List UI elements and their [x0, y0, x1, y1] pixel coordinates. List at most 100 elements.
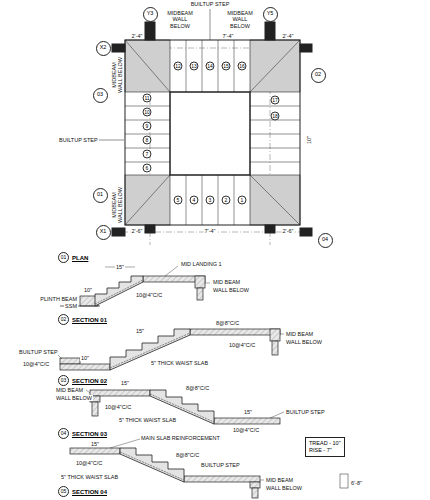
view-title: 04SECTION 03: [58, 428, 107, 439]
bubble-text: X2: [100, 45, 107, 51]
step-number: 4: [190, 196, 199, 205]
drawing-stroke: [250, 482, 260, 488]
callout-label: PLINTH BEAM: [39, 296, 78, 302]
callout-label: 2'-6": [131, 228, 144, 234]
callout-label: WALL BELOW: [285, 339, 323, 345]
callout-label: 10": [83, 287, 93, 293]
drawing-stroke: [125, 40, 170, 92]
tread-line: [234, 175, 235, 225]
drawing-stroke: [60, 364, 110, 370]
drawing-stroke: [250, 175, 300, 225]
drawing-stroke: [260, 480, 264, 481]
tread-line: [186, 175, 187, 225]
callout-label: WALL BELOW: [55, 395, 93, 401]
callout-label: 15": [90, 441, 100, 447]
view-name: PLAN: [72, 255, 88, 261]
note-box: TREAD - 10"RISE - 7": [305, 437, 345, 457]
callout-label: MID LANDING 1: [180, 261, 223, 267]
drawing-stroke: [252, 488, 258, 498]
drawing-stroke: [112, 228, 125, 236]
grid-bubble: 04: [318, 233, 333, 248]
tread-line: [250, 162, 300, 163]
step-number: 15: [222, 62, 231, 71]
drawing-stroke: [55, 266, 348, 498]
tread-line: [234, 40, 235, 92]
drawing-stroke: [210, 9, 211, 40]
view-name: SECTION 03: [72, 431, 107, 437]
view-name: SECTION 01: [72, 317, 107, 323]
step-number: 17: [271, 96, 280, 105]
drawing-stroke: [280, 334, 284, 335]
drawing-stroke: [272, 341, 278, 355]
drawing-stroke: [92, 402, 98, 416]
drawing-stroke: [60, 358, 80, 364]
callout-label: MIDBEAM WALL BELOW: [222, 10, 258, 29]
bubble-text: 04: [322, 237, 328, 243]
callout-label: 2'-4": [282, 33, 295, 39]
drawing-stroke: [86, 390, 90, 393]
step-number: 13: [190, 62, 199, 71]
tread-line: [202, 175, 203, 225]
drawing-stroke: [265, 225, 275, 233]
callout-label: 5" THICK WAIST SLAB: [118, 417, 177, 423]
bubble-text: 03: [97, 92, 103, 98]
callout-label: 10": [80, 355, 90, 361]
tread-line: [250, 148, 300, 149]
drawing-stroke: [125, 40, 170, 92]
view-name: SECTION 04: [72, 489, 107, 495]
callout-label: 10@4"C/C: [22, 361, 50, 367]
view-number: 04: [58, 428, 69, 439]
callout-label: 10@4"C/C: [232, 427, 260, 433]
callout-label: BUILTUP STEP: [285, 409, 326, 415]
step-number: 7: [143, 150, 152, 159]
view-name: SECTION 02: [72, 378, 107, 384]
callout-label: 6'-8": [350, 480, 363, 486]
callout-label: MID BEAM: [265, 477, 294, 483]
step-number: 14: [206, 62, 215, 71]
tread-line: [125, 120, 170, 121]
callout-label: 2'-6": [282, 228, 295, 234]
callout-label: 15": [243, 409, 253, 415]
tread-line: [125, 134, 170, 135]
drawing-stroke: [98, 9, 312, 245]
callout-label: 10@4"C/C: [104, 404, 132, 410]
grid-bubble: Y3: [143, 7, 158, 22]
drawing-stroke: [125, 175, 170, 225]
callout-label: WALL BELOW: [212, 287, 250, 293]
drawing-stroke: [250, 175, 300, 225]
drawing-stroke: [197, 288, 203, 300]
drawing-stroke: [214, 418, 280, 424]
view-title: 05SECTION 04: [58, 486, 107, 497]
drawing-stroke: [145, 22, 155, 40]
view-number: 01: [58, 252, 69, 263]
callout-label: BUILTUP STEP: [18, 349, 59, 355]
drawing-stroke: [190, 329, 280, 335]
drawing-stroke: [250, 40, 300, 92]
view-title: 02SECTION 01: [58, 314, 107, 325]
drawing-stroke: [300, 228, 312, 236]
drawing-stroke: [184, 476, 260, 482]
tread-line: [125, 106, 170, 107]
grid-bubble: X1: [96, 225, 111, 240]
drawing-stroke: [205, 283, 210, 284]
view-title: 01PLAN: [58, 252, 88, 263]
tread-line: [250, 106, 300, 107]
drawing-stroke: [270, 329, 280, 341]
grid-bubble: Y5: [263, 7, 278, 22]
callout-label: MID BEAM: [212, 279, 241, 285]
view-number: 05: [58, 486, 69, 497]
step-number: 5: [174, 196, 183, 205]
tread-line: [250, 134, 300, 135]
tread-line: [218, 40, 219, 92]
step-number: 2: [222, 196, 231, 205]
callout-label: 10@4"C/C: [135, 292, 163, 298]
bubble-text: X1: [100, 229, 107, 235]
drawing-stroke: [124, 267, 135, 268]
step-number: 1: [238, 196, 247, 205]
note-text: RISE - 7": [309, 447, 341, 454]
callout-label: WALL BELOW: [265, 485, 303, 491]
drawing-stroke: [90, 390, 150, 396]
step-number: 9: [143, 122, 152, 131]
note-text: TREAD - 10": [309, 440, 341, 447]
